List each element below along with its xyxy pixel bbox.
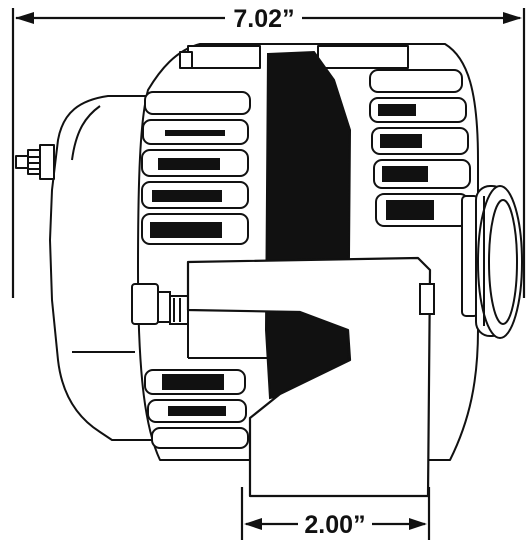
through-bolt <box>131 283 189 325</box>
lower-mount-bracket <box>186 256 432 498</box>
mount-width-left-arrow <box>244 518 262 530</box>
top-left-mount-lug <box>187 45 261 69</box>
top-left-mount-tab <box>179 51 193 69</box>
mount-width-right-arrow <box>409 518 427 530</box>
overall-width-dimension <box>11 8 526 298</box>
mount-width-dimension <box>240 487 431 540</box>
top-right-mount-lug <box>317 45 409 69</box>
output-terminal-stud <box>15 144 55 180</box>
pulley <box>461 185 523 339</box>
center-stator-band <box>264 50 352 400</box>
right-vent-slots <box>378 104 434 220</box>
overall-width-left-arrow <box>15 12 34 24</box>
overall-width-label: 7.02” <box>233 5 294 33</box>
lower-mount-bracket-bushing <box>419 283 435 315</box>
rear-housing-inner-curve <box>71 105 101 161</box>
mount-width-label: 2.00” <box>304 511 365 539</box>
overall-width-right-arrow <box>503 12 522 24</box>
left-vent-slots <box>150 130 226 416</box>
